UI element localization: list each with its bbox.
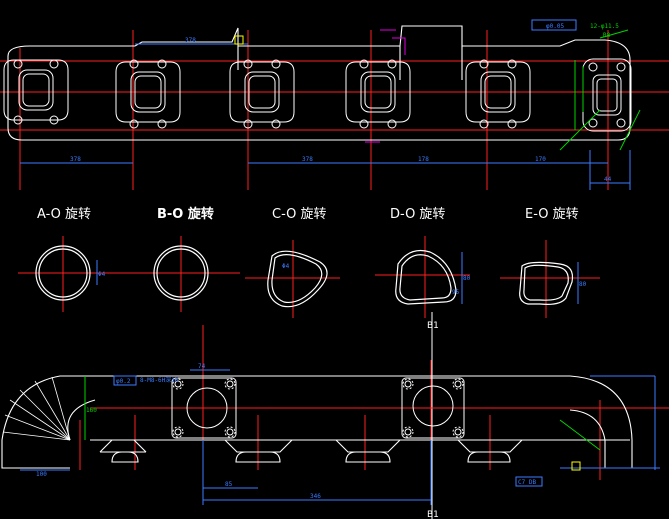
section-label-a: A-O 旋转 xyxy=(37,207,92,222)
top-flange-outline xyxy=(7,25,631,141)
bottom-mark-b1: B1 xyxy=(427,510,439,519)
bottom-runner xyxy=(90,375,633,469)
top-ports xyxy=(3,58,632,132)
dim-74: 74 xyxy=(198,363,206,370)
section-d xyxy=(395,249,457,305)
bottom-green-dims xyxy=(84,376,601,451)
port-2 xyxy=(115,59,181,129)
top-dim-lines xyxy=(20,43,631,190)
port-5 xyxy=(465,59,531,129)
bottom-flange-left xyxy=(171,377,237,439)
dim-378-left: 378 xyxy=(70,156,81,163)
bottom-view: φ0.2 8-M8-6H深16 74 85 346 100 160 C7 DB … xyxy=(1,325,669,519)
dim-44: 44 xyxy=(604,176,612,183)
bottom-tolerance-box xyxy=(113,375,137,386)
port-4 xyxy=(345,59,411,129)
section-label-e: E-O 旋转 xyxy=(525,207,579,222)
dim-178: 178 xyxy=(418,156,429,163)
bottom-spec: 8-M8-6H深16 xyxy=(140,376,179,384)
c7-text: C7 DB xyxy=(518,479,536,486)
section-dim-lines xyxy=(96,252,579,304)
bottom-tolerance: φ0.2 xyxy=(116,378,131,385)
bottom-dim-lines xyxy=(20,369,660,505)
bottom-centerlines xyxy=(79,325,669,480)
dim-c-width: Φ4 xyxy=(282,263,290,270)
section-b xyxy=(153,245,209,301)
section-label-b: B-O 旋转 xyxy=(157,207,214,222)
tolerance-text: φ0.05 xyxy=(546,23,564,30)
section-views: Φ4 Φ4 80 95 80 B1 xyxy=(18,236,600,519)
bottom-flanges xyxy=(171,377,465,439)
yellow-marker-bottom xyxy=(571,461,581,471)
dim-160: 160 xyxy=(86,407,97,414)
dim-170: 170 xyxy=(535,156,546,163)
section-e xyxy=(519,261,574,305)
section-mark-b1: B1 xyxy=(427,321,439,331)
top-centerlines xyxy=(0,30,669,190)
section-c xyxy=(267,250,328,308)
dim-e-height: 80 xyxy=(579,281,587,288)
dim-346: 346 xyxy=(310,493,321,500)
section-a xyxy=(35,245,91,301)
dim-100: 100 xyxy=(36,471,47,478)
dim-a-width: Φ4 xyxy=(98,271,106,278)
section-shapes xyxy=(35,245,574,308)
dim-378-mid: 378 xyxy=(302,156,313,163)
dim-d-height: 80 xyxy=(463,275,471,282)
port-3 xyxy=(229,59,295,129)
section-label-c: C-O 旋转 xyxy=(272,207,327,222)
bottom-flange-right xyxy=(401,377,465,439)
yellow-marker xyxy=(234,35,244,45)
section-label-d: D-O 旋转 xyxy=(390,207,446,222)
port-1 xyxy=(3,59,69,125)
hole-spec-text: 12-φ11.5 xyxy=(590,23,619,30)
top-green-dims xyxy=(559,29,641,151)
top-view: φ0.05 12-φ11.5 R8 378 378 378 178 170 44 xyxy=(0,19,669,190)
bottom-elbow xyxy=(1,375,110,469)
tolerance-box xyxy=(531,19,577,31)
top-magenta-marks xyxy=(365,29,406,143)
c7-box xyxy=(515,476,543,487)
dim-85: 85 xyxy=(225,481,233,488)
section-centerlines xyxy=(18,236,600,318)
dim-378-top: 378 xyxy=(185,37,196,44)
dim-d-width: 95 xyxy=(452,289,460,296)
radius-text: R8 xyxy=(603,32,611,39)
